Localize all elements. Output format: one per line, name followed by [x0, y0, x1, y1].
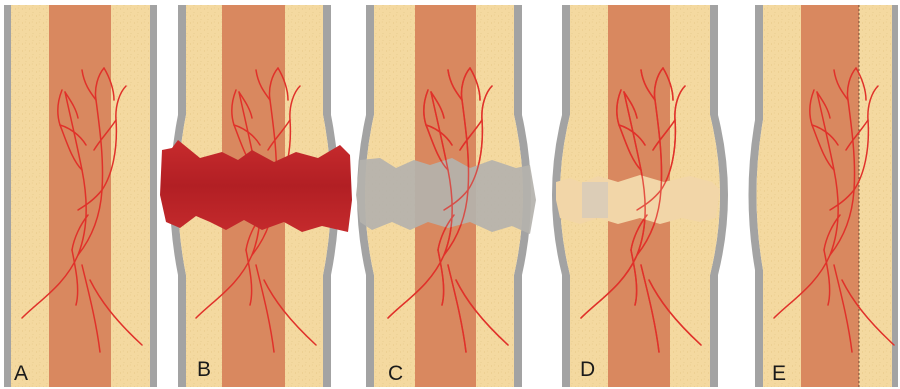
panel-d: D — [552, 5, 728, 387]
panel-e: E — [749, 5, 899, 387]
soft-callus — [356, 158, 536, 234]
panel-label-a: A — [14, 362, 28, 385]
panel-label-e: E — [772, 362, 786, 385]
panel-b: B — [160, 5, 352, 387]
panel-label-b: B — [197, 358, 211, 381]
callus-woven-bone — [582, 182, 608, 218]
periosteum-right — [150, 5, 157, 387]
periosteum-left — [4, 5, 11, 387]
panel-a: A — [4, 5, 157, 387]
panel-label-d: D — [580, 358, 595, 381]
medullary-canal — [801, 5, 859, 387]
panel-c: C — [356, 5, 536, 387]
periosteum-right — [892, 5, 898, 387]
panel-label-c: C — [388, 362, 403, 385]
